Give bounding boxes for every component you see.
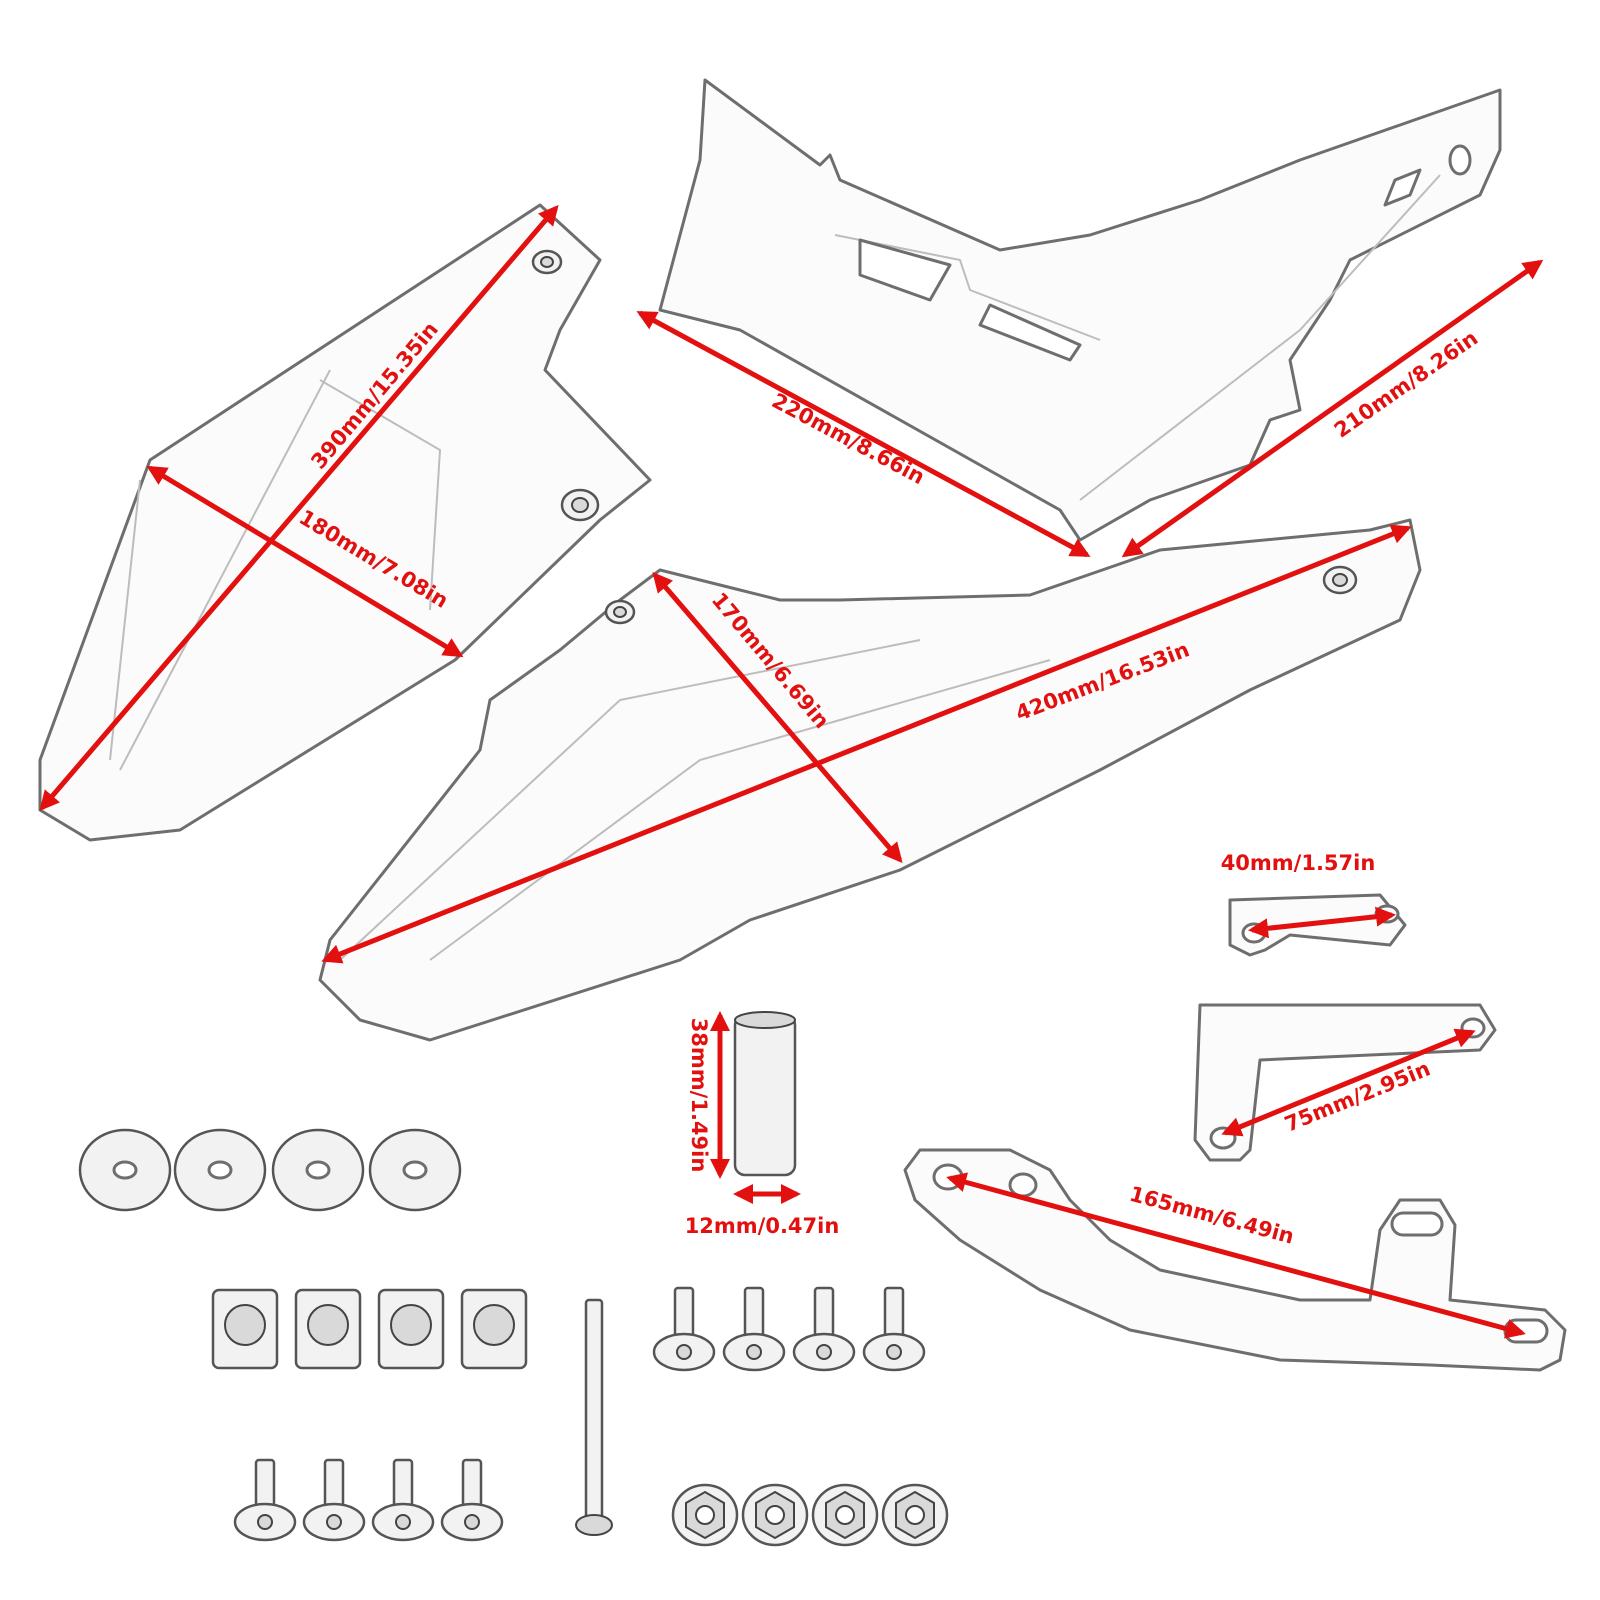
dimension-label-spacer-diameter: 12mm/0.47in — [685, 1214, 840, 1238]
mount-hole-icon — [1322, 565, 1358, 595]
mount-hole-icon — [604, 599, 636, 625]
dimension-arrow — [652, 571, 903, 864]
dimension-label-top-panel-width: 210mm/8.26in — [1330, 326, 1482, 443]
spacer — [733, 1011, 797, 1177]
flange-nut-icon — [881, 1483, 949, 1547]
dimension-label-l-bracket: 75mm/2.95in — [1281, 1056, 1433, 1136]
bolt-icon — [722, 1286, 786, 1372]
long-bracket — [903, 1148, 1567, 1372]
dimension-arrow — [1221, 1028, 1476, 1137]
bolt-icon — [233, 1458, 297, 1542]
flange-nut-icon — [811, 1483, 879, 1547]
dimension-arrow — [1248, 906, 1396, 939]
washer-icon — [173, 1128, 267, 1212]
clip-nut-icon — [460, 1288, 528, 1370]
mount-hole-icon — [560, 488, 600, 522]
washer-icon — [368, 1128, 462, 1212]
long-bolt-icon — [575, 1298, 613, 1536]
washer-icon — [271, 1128, 365, 1212]
bolt-icon — [302, 1458, 366, 1542]
dimension-label-spacer-length: 38mm/1.49in — [687, 1018, 711, 1173]
bolt-icon — [862, 1286, 926, 1372]
clip-nut-icon — [377, 1288, 445, 1370]
bolt-icon — [652, 1286, 716, 1372]
dimension-arrow — [946, 1172, 1526, 1339]
flange-nut-icon — [671, 1483, 739, 1547]
dimension-label-long-bracket: 165mm/6.49in — [1127, 1182, 1297, 1249]
clip-nut-icon — [211, 1288, 279, 1370]
bolt-icon — [371, 1458, 435, 1542]
dimension-label-small-bracket: 40mm/1.57in — [1221, 851, 1376, 875]
bolt-icon — [440, 1458, 504, 1542]
clip-nut-icon — [294, 1288, 362, 1370]
flange-nut-icon — [741, 1483, 809, 1547]
washer-icon — [78, 1128, 172, 1212]
bolt-icon — [792, 1286, 856, 1372]
dimension-arrow — [1121, 259, 1544, 558]
mount-hole-icon — [531, 249, 563, 275]
dimension-arrow — [636, 310, 1091, 558]
top-panel — [658, 78, 1502, 542]
